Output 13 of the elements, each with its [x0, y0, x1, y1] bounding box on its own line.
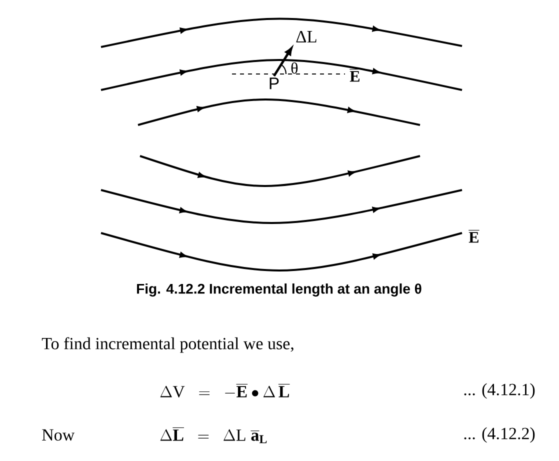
field-label: $\overline{\mathbf{E}}$: [468, 230, 480, 243]
body-text: To find incremental potential we use,: [42, 337, 294, 353]
angle-label: θ: [291, 62, 298, 74]
equation: $\Delta \mathrm{V} \;\;=\;\; -\overline{\mathbf{E}}\bullet\Delta\,\overline{\mathbf{L}}$: [160, 384, 290, 398]
vector-arrow: [272, 47, 292, 77]
point-label: P: [270, 78, 279, 90]
field-label: $\overline{\mathbf{E}}$: [350, 69, 360, 82]
equation-number: ... (4.12.1): [464, 383, 535, 399]
body-text: Now: [42, 429, 75, 441]
point-label: ΔL: [296, 30, 316, 42]
equation: $\Delta\overline{\mathbf{L}} \;\;=\;\; \Delta \mathrm{L}\;\overline{\mathbf{a}}_{\mathbf{L}}$: [160, 428, 267, 444]
equation-number: ... (4.12.2): [464, 427, 535, 443]
figure-caption: Fig. 4.12.2 Incremental length at an angle θ: [137, 283, 422, 297]
